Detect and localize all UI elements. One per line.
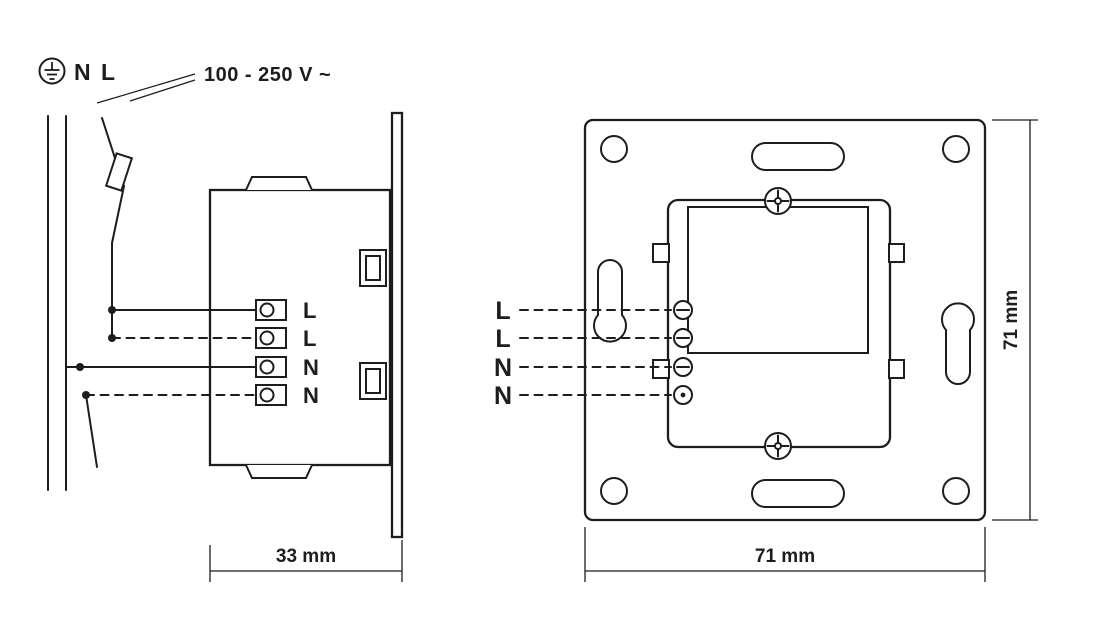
terminal-label: L — [495, 297, 510, 325]
dimension-width-label: 71 mm — [755, 546, 815, 567]
terminal — [255, 384, 287, 406]
terminal-label: N — [303, 383, 319, 408]
junction-dot — [76, 363, 84, 371]
terminal-label: N — [494, 382, 512, 410]
mounting-clip-bottom — [245, 464, 313, 479]
junction-dot — [82, 391, 90, 399]
terminal-label: L — [303, 326, 316, 351]
voltage-leader-lines — [96, 73, 196, 104]
dimension-depth: 33 mm — [209, 540, 403, 582]
keyhole-slot-right — [941, 302, 975, 385]
corner-hole — [600, 135, 628, 163]
device-tab-left — [652, 359, 670, 379]
mounting-clip-top — [245, 176, 313, 191]
corner-hole — [600, 477, 628, 505]
junction-dot — [108, 306, 116, 314]
fixing-claw-bottom — [359, 362, 387, 400]
device-body — [208, 188, 392, 467]
device-tab-right — [888, 359, 905, 379]
terminal-screw — [673, 328, 693, 348]
junction-dot — [108, 334, 116, 342]
front-view: L L N N 71 mm 71 mm — [494, 118, 1038, 582]
dimension-depth-label: 33 mm — [276, 546, 336, 567]
mounting-slot-bottom — [751, 479, 845, 508]
voltage-label: 100 - 250 V ~ — [204, 64, 331, 86]
terminal — [255, 299, 287, 321]
terminal-label: N — [494, 354, 512, 382]
terminal-label: L — [303, 298, 316, 323]
terminal-screw — [673, 357, 693, 377]
terminal-screw — [673, 385, 693, 405]
corner-hole — [942, 477, 970, 505]
device-panel — [687, 206, 869, 354]
terminal — [255, 327, 287, 349]
protective-earth-icon — [38, 57, 66, 85]
keyhole-slot-left — [593, 259, 627, 343]
line-label: L — [101, 59, 115, 85]
dimension-height: 71 mm — [992, 119, 1038, 521]
device-tab-right — [888, 243, 905, 263]
supply-section: N L 100 - 250 V ~ — [38, 57, 331, 491]
wall-plate — [390, 111, 404, 539]
device-tab-left — [652, 243, 670, 263]
terminal-screw — [673, 300, 693, 320]
fuse-icon — [101, 117, 134, 339]
neutral-label: N — [74, 59, 91, 85]
side-view: L L N N 33 mm — [65, 111, 404, 582]
fixing-claw-top — [359, 249, 387, 287]
screw-icon-top — [764, 187, 792, 215]
terminal-label: N — [303, 355, 319, 380]
terminal-label: L — [495, 325, 510, 353]
neutral-wire-tail — [85, 394, 98, 468]
mounting-slot-top — [751, 142, 845, 171]
terminal — [255, 356, 287, 378]
corner-hole — [942, 135, 970, 163]
dimension-height-label: 71 mm — [1001, 290, 1022, 350]
dimension-width: 71 mm — [584, 527, 986, 582]
screw-icon-bottom — [764, 432, 792, 460]
